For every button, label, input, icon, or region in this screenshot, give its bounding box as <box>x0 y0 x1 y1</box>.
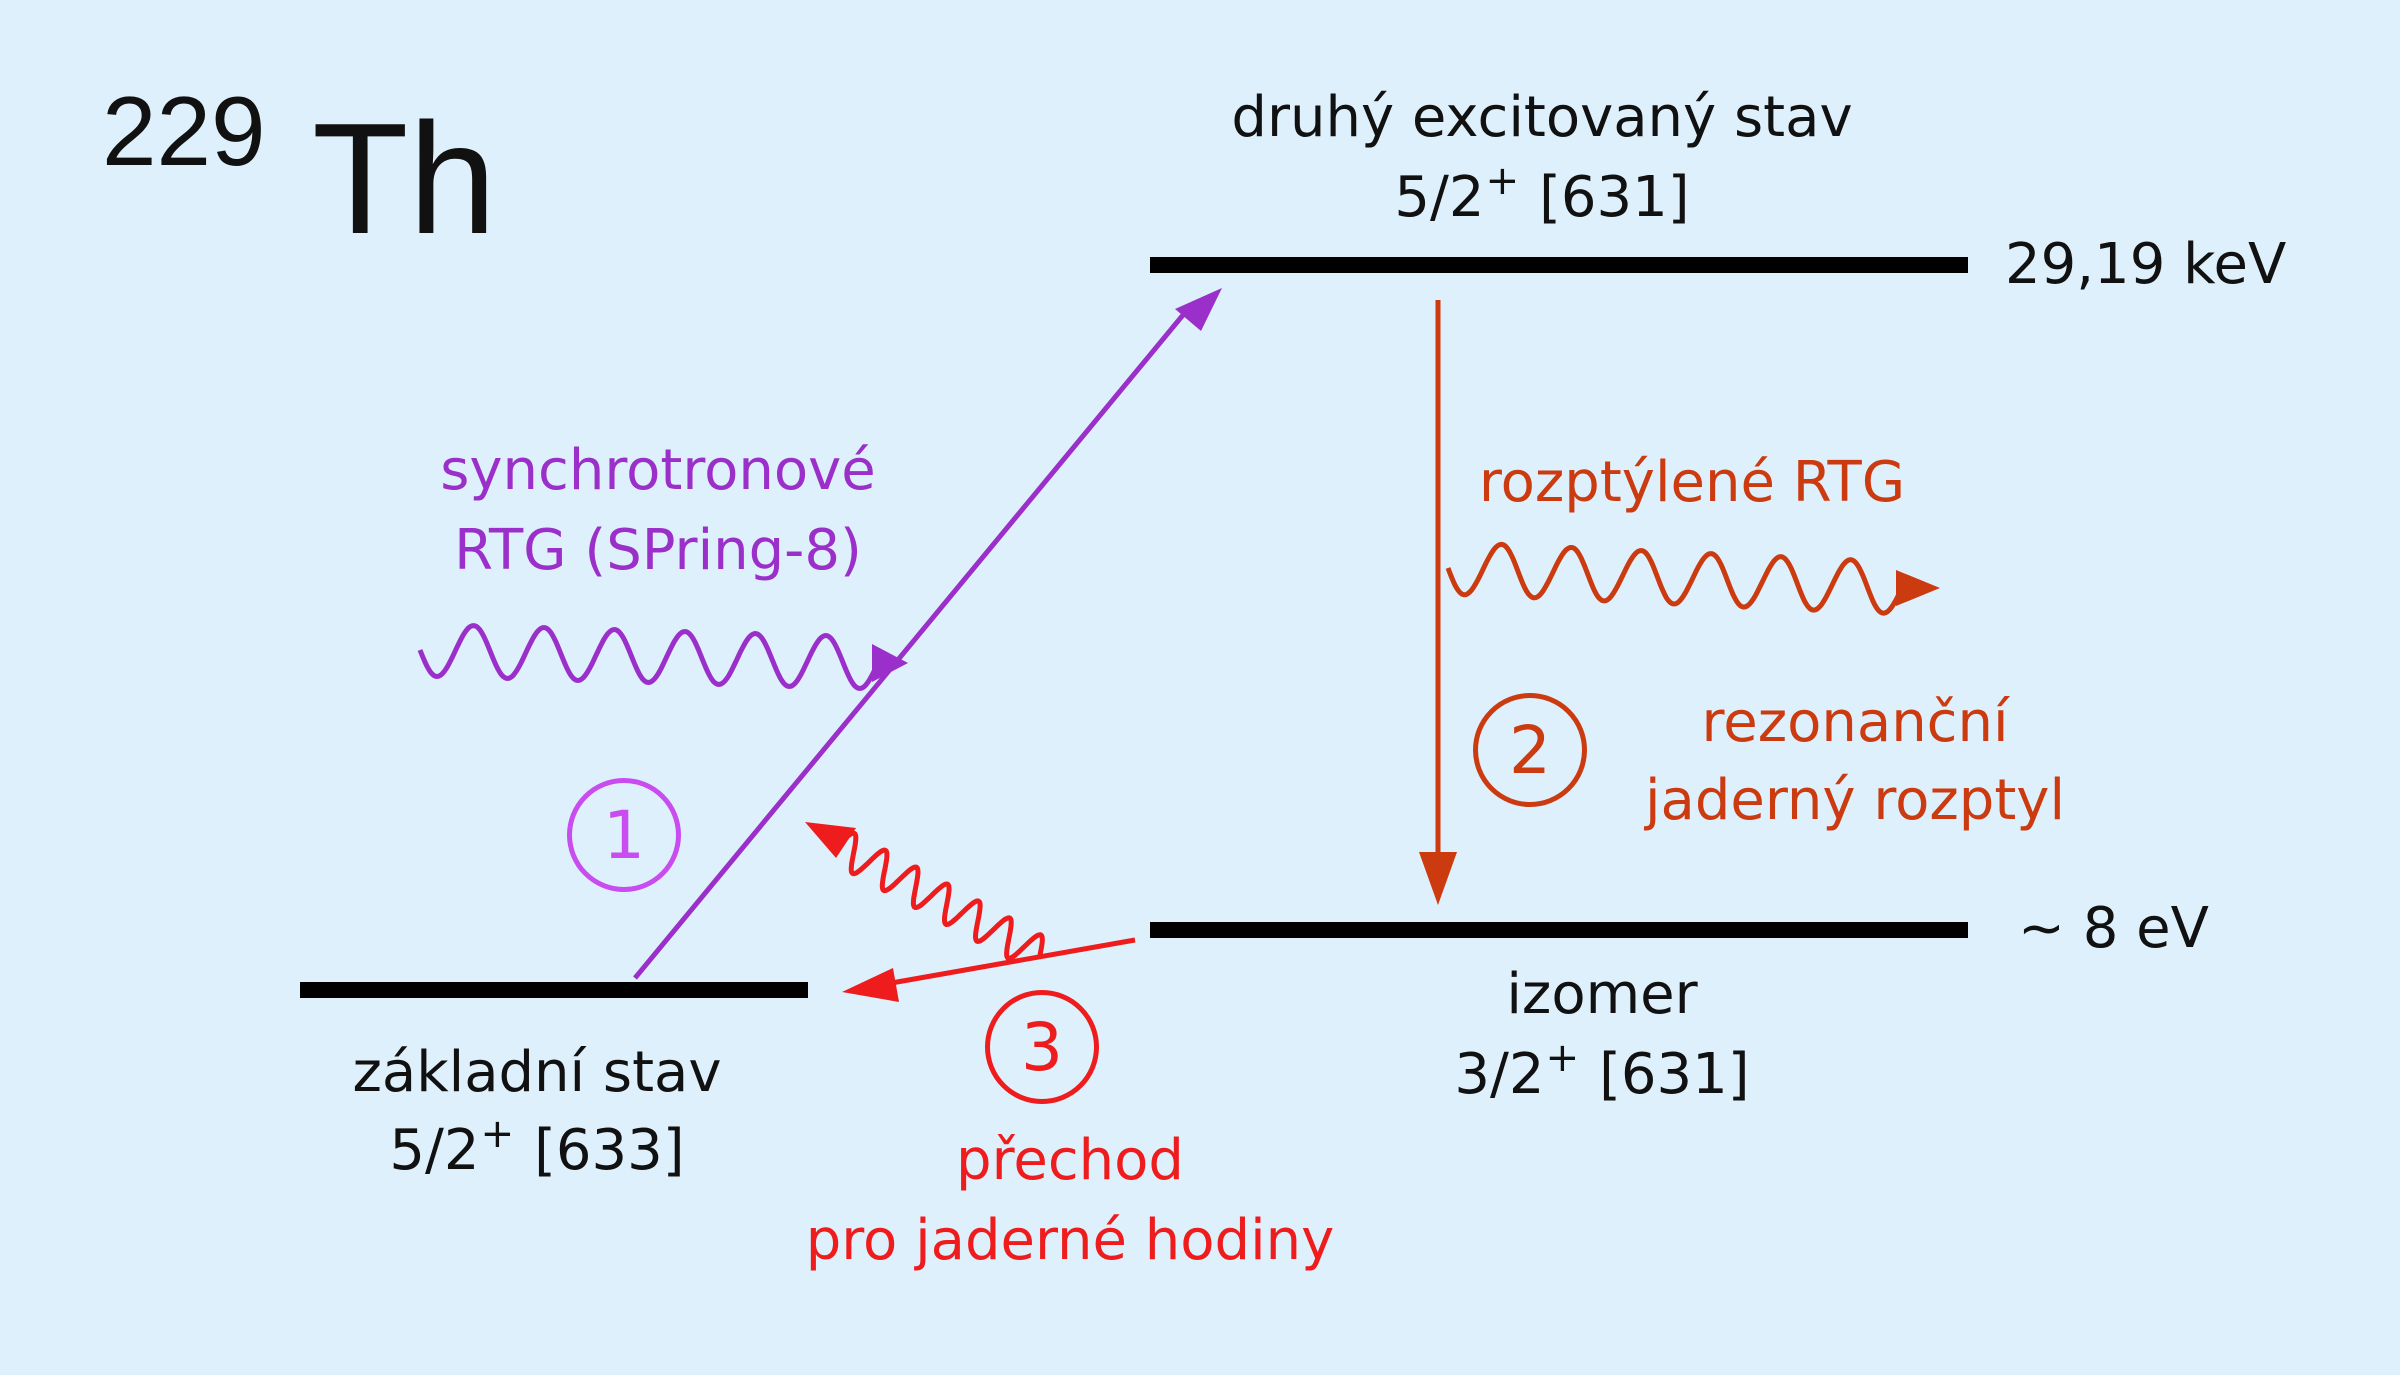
second-excited-name: druhý excitovaný stav <box>1231 85 1853 150</box>
scattered-xray-label: rozptýlené RTG <box>1478 450 1906 515</box>
emitted-photon-wave-head <box>805 822 856 858</box>
synchrotron-xray-wave <box>417 623 881 692</box>
ground-state-quantum: 5/2+ [633] <box>389 1109 685 1183</box>
resonant-scattering-line1: rezonanční <box>1701 690 2009 755</box>
second-excited-quantum: 5/2+ [631] <box>1394 156 1690 230</box>
isomer-quantum: 3/2+ [631] <box>1454 1033 1750 1107</box>
synchrotron-label-line2: RTG (SPring-8) <box>454 518 862 583</box>
synchrotron-label-line1: synchrotronové <box>440 438 876 503</box>
clock-transition-line2: pro jaderné hodiny <box>805 1208 1335 1273</box>
second-excited-energy: 29,19 keV <box>2005 232 2287 297</box>
decay-arrow-head <box>1419 852 1457 905</box>
synchrotron-wave-head <box>872 644 908 682</box>
excitation-arrow-head <box>1175 288 1222 331</box>
clock-transition-arrow <box>879 937 1136 988</box>
isomer-name: izomer <box>1506 962 1698 1027</box>
scattered-xray-wave <box>1445 541 1905 616</box>
isomer-energy: ~ 8 eV <box>2018 896 2209 961</box>
step-2-badge: 2 <box>1473 693 1587 807</box>
mass-number: 229 <box>102 76 266 186</box>
ground-state-name: základní stav <box>352 1040 722 1105</box>
scattered-wave-head <box>1896 570 1940 606</box>
excitation-arrow <box>633 313 1185 980</box>
resonant-scattering-line2: jaderný rozptyl <box>1645 768 2065 833</box>
step-3-badge: 3 <box>985 990 1099 1104</box>
element-symbol: Th <box>312 91 497 267</box>
clock-transition-line1: přechod <box>956 1128 1184 1193</box>
step-1-badge: 1 <box>567 778 681 892</box>
emitted-photon-wave <box>836 830 1045 961</box>
clock-transition-arrow-head <box>842 968 899 1002</box>
